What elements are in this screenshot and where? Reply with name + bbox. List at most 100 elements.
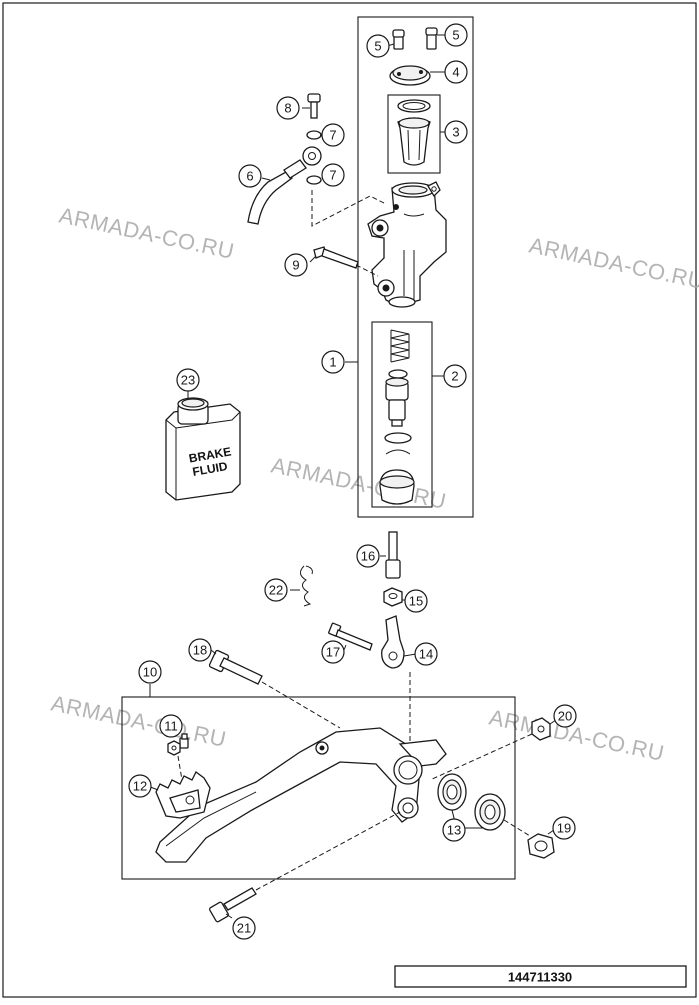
dust-boot — [379, 469, 415, 505]
bearing — [474, 793, 506, 831]
callout-number: 11 — [164, 719, 178, 734]
callout-circle — [238, 164, 262, 188]
callout-11: 11 — [159, 714, 183, 738]
callout-number: 8 — [284, 101, 291, 116]
callout-circle — [404, 589, 428, 613]
reservoir-cover — [389, 65, 431, 86]
callout-number: 19 — [557, 821, 571, 836]
callout-circle — [321, 123, 345, 147]
callout-circle — [128, 774, 152, 798]
callout-number: 18 — [193, 643, 207, 658]
callout-circle — [442, 818, 466, 842]
callout-number: 21 — [237, 921, 251, 936]
watermark: ARMADA-CO.RU — [49, 690, 229, 752]
callout-23: 23 — [176, 368, 200, 392]
callout-circle — [444, 120, 468, 144]
callout-circle — [444, 60, 468, 84]
callout-15: 15 — [404, 589, 428, 613]
callout-14: 14 — [414, 642, 438, 666]
callout-21: 21 — [232, 916, 256, 940]
callout-13: 13 — [442, 818, 466, 842]
pedal-tip — [155, 771, 211, 819]
callout-10: 10 — [138, 660, 162, 684]
brake-hose — [247, 146, 322, 225]
callout-6: 6 — [238, 164, 262, 188]
reservoir-screw — [425, 27, 438, 50]
watermark: ARMADA-CO.RU — [527, 232, 699, 294]
callout-number: 20 — [558, 709, 572, 724]
callout-17: 17 — [321, 640, 345, 664]
callout-number: 7 — [329, 168, 336, 183]
brake-fluid-bottle: BRAKE FLUID — [165, 390, 241, 501]
piston — [385, 377, 409, 427]
circlip — [385, 449, 411, 455]
callout-circle — [366, 34, 390, 58]
pedal-nut — [527, 833, 555, 859]
sealing-washer — [306, 175, 322, 185]
banjo-bolt — [307, 93, 321, 119]
brake-pedal — [155, 727, 447, 863]
lock-nut — [383, 587, 403, 607]
callout-circle — [443, 364, 467, 388]
master-cylinder-body — [367, 181, 447, 308]
piston-seal — [388, 369, 408, 379]
tip-nut — [167, 740, 181, 756]
drawing-number: 144711330 — [508, 970, 572, 985]
callout-20: 20 — [553, 704, 577, 728]
callout-18: 18 — [188, 638, 212, 662]
callout-number: 17 — [326, 645, 340, 660]
callout-7: 7 — [321, 123, 345, 147]
watermark: ARMADA-CO.RU — [487, 704, 667, 766]
callout-number: 2 — [451, 369, 458, 384]
callout-circle — [444, 23, 468, 47]
callout-number: 12 — [133, 779, 147, 794]
bearing — [437, 773, 467, 811]
reservoir-diaphragm — [397, 99, 431, 166]
callout-2: 2 — [443, 364, 467, 388]
callout-number: 7 — [329, 128, 336, 143]
master-cylinder-group — [309, 16, 474, 518]
callout-number: 9 — [292, 258, 299, 273]
callout-9: 9 — [284, 253, 308, 277]
callout-circle — [264, 578, 288, 602]
piston-spring — [390, 329, 410, 363]
pivot-bolt — [208, 649, 263, 685]
callout-19: 19 — [552, 816, 576, 840]
sealing-washer — [306, 130, 322, 140]
callout-number: 13 — [447, 823, 461, 838]
callout-number: 1 — [329, 355, 336, 370]
mounting-bolt — [313, 246, 359, 269]
callout-3: 3 — [444, 120, 468, 144]
callout-number: 16 — [361, 549, 375, 564]
callout-circle — [284, 253, 308, 277]
callout-circle — [321, 350, 345, 374]
pedal-bolt — [531, 717, 551, 741]
callout-number: 15 — [409, 594, 423, 609]
callout-number: 22 — [269, 583, 283, 598]
callout-circle — [138, 660, 162, 684]
return-spring — [290, 565, 313, 607]
callout-circle — [321, 640, 345, 664]
callout-number: 5 — [374, 39, 381, 54]
callout-number: 3 — [452, 125, 459, 140]
callout-7: 7 — [321, 163, 345, 187]
callout-4: 4 — [444, 60, 468, 84]
callout-8: 8 — [276, 96, 300, 120]
callout-number: 23 — [181, 373, 195, 388]
brake-pedal-group — [121, 649, 557, 923]
lower-bolt — [209, 887, 257, 923]
callout-circle — [188, 638, 212, 662]
callout-5: 5 — [366, 34, 390, 58]
callout-number: 10 — [143, 665, 157, 680]
push-rod-group — [328, 531, 417, 750]
callout-1: 1 — [321, 350, 345, 374]
callout-number: 5 — [452, 28, 459, 43]
callout-circle — [176, 368, 200, 392]
callout-circle — [159, 714, 183, 738]
callout-circle — [552, 816, 576, 840]
bottle-label-line2: FLUID — [191, 459, 229, 479]
